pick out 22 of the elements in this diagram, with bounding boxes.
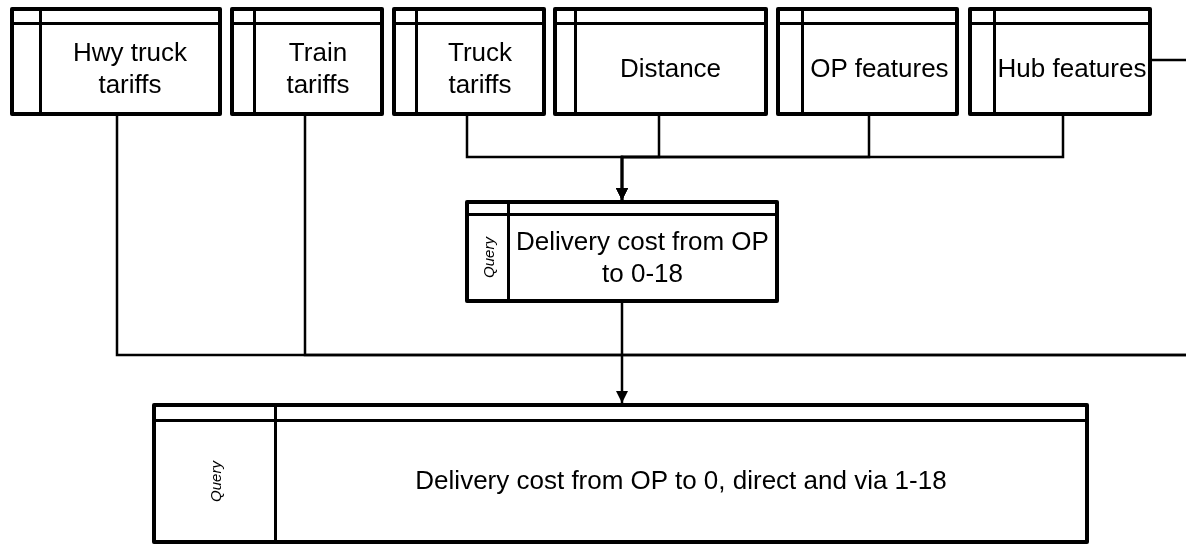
query-label: Query xyxy=(206,460,224,502)
box-title: Train tariffs xyxy=(285,37,351,100)
connector-line xyxy=(303,116,1186,357)
table-box xyxy=(10,7,222,116)
connector-line xyxy=(1152,58,1186,62)
query-label: Query xyxy=(479,237,497,278)
table-box xyxy=(392,7,546,116)
table-box xyxy=(553,7,768,116)
query-table-box xyxy=(465,200,779,303)
box-title: Distance xyxy=(619,52,722,85)
query-table-box xyxy=(152,403,1089,544)
arrow xyxy=(615,303,629,403)
table-box xyxy=(776,7,959,116)
box-title: Delivery cost from OP to 0-18 xyxy=(515,226,770,289)
box-title: OP features xyxy=(810,52,949,85)
box-title: Delivery cost from OP to 0, direct and via 1-18 xyxy=(415,465,947,497)
table-box xyxy=(230,7,384,116)
arrow xyxy=(615,116,1065,200)
box-title: Hwy truck tariffs xyxy=(71,37,189,100)
box-title: Hub features xyxy=(997,52,1147,85)
box-title: Truck tariffs xyxy=(446,37,513,100)
table-box xyxy=(968,7,1152,116)
